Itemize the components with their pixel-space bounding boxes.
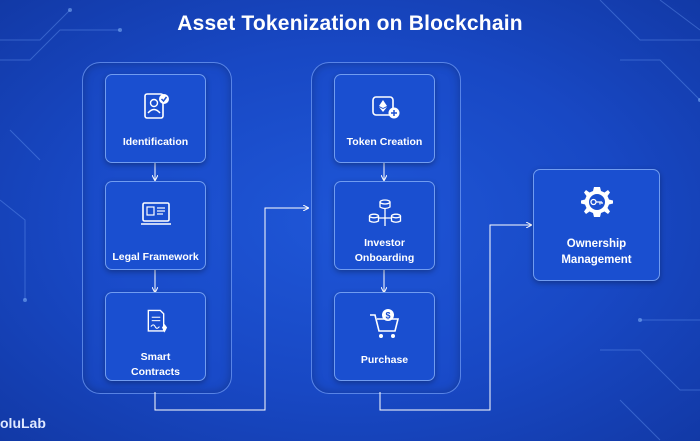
legal-framework-label: Legal Framework <box>112 251 199 263</box>
smart-contracts-label: Smart Contracts <box>130 351 180 378</box>
purchase-label: Purchase <box>360 354 409 366</box>
step-ownership-management: Ownership Management <box>533 169 660 281</box>
arrow-phase-two-to-ownership <box>379 225 531 411</box>
step-purchase: $ Purchase <box>334 292 435 381</box>
page-title: Asset Tokenization on Blockchain <box>177 12 523 35</box>
step-smart-contracts: Smart Contracts <box>105 292 206 381</box>
investor-onboarding-label: Investor Onboarding <box>354 237 415 264</box>
token-wallet-icon <box>371 96 399 119</box>
brand-logo-text: oluLab <box>0 415 46 431</box>
shopping-cart-dollar-icon: $ <box>369 309 399 338</box>
arrow-phase-one-to-two <box>154 208 308 411</box>
contract-document-icon <box>147 309 167 333</box>
ownership-management-label: Ownership Management <box>561 238 632 266</box>
database-network-icon <box>368 199 401 226</box>
svg-text:$: $ <box>385 311 390 321</box>
step-token-creation: Token Creation <box>334 74 435 163</box>
step-investor-onboarding: Investor Onboarding <box>334 181 435 270</box>
token-creation-label: Token Creation <box>346 136 423 148</box>
step-legal-framework: Legal Framework <box>105 181 206 270</box>
identification-label: Identification <box>122 136 189 148</box>
id-card-check-icon <box>143 93 169 119</box>
step-identification: Identification <box>105 74 206 163</box>
gear-key-icon <box>580 187 613 217</box>
legal-document-screen-icon <box>140 202 171 225</box>
